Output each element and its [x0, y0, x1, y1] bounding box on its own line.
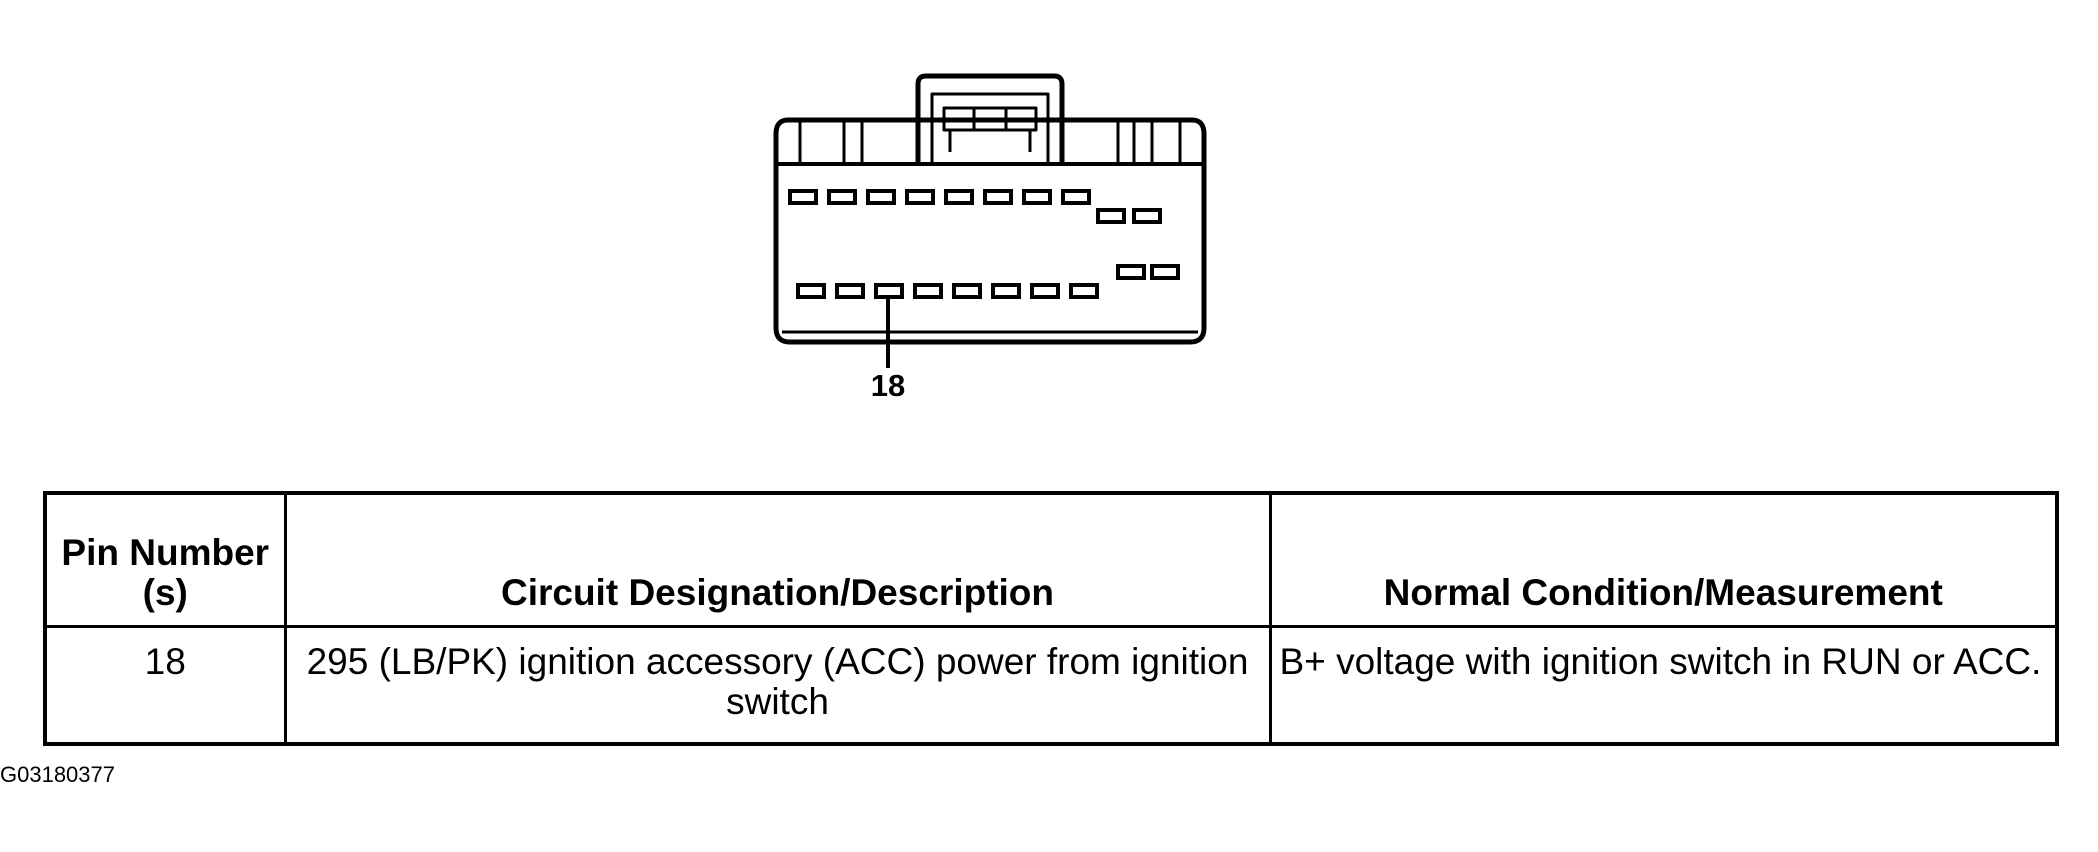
pin-table: Pin Number (s) Circuit Designation/Descr…: [43, 491, 2059, 746]
pin-cavity-bottom-3: [874, 283, 904, 299]
pin-cavity-top-5: [944, 189, 974, 205]
pin-cavity-top-3: [866, 189, 896, 205]
pin-cavity-top-7: [1022, 189, 1052, 205]
pin-cavity-top-4: [905, 189, 935, 205]
pin-cavity-bottom-right-2: [1150, 264, 1180, 280]
pin-cavity-top-2: [827, 189, 857, 205]
pin-cavity-bottom-1: [796, 283, 826, 299]
header-circuit-description: Circuit Designation/Description: [283, 491, 1272, 628]
cell-description: 295 (LB/PK) ignition accessory (ACC) pow…: [283, 625, 1272, 746]
table-header-row: Pin Number (s) Circuit Designation/Descr…: [43, 491, 2059, 628]
cell-pin: 18: [43, 625, 287, 746]
header-normal-condition: Normal Condition/Measurement: [1268, 491, 2059, 628]
cell-condition: B+ voltage with ignition switch in RUN o…: [1268, 625, 2059, 746]
pin-cavity-bottom-right-1: [1116, 264, 1146, 280]
pin-cavity-top-1: [788, 189, 818, 205]
pin-cavity-top-right-1: [1096, 208, 1126, 224]
pin-cavity-bottom-5: [952, 283, 982, 299]
pin-cavity-top-right-2: [1132, 208, 1162, 224]
pin-cavity-top-8: [1061, 189, 1091, 205]
pin-cavity-bottom-4: [913, 283, 943, 299]
header-pin-number: Pin Number (s): [43, 491, 287, 628]
figure-id: G03180377: [0, 762, 115, 787]
connector-diagram: [773, 73, 1207, 368]
pin-cavity-bottom-6: [991, 283, 1021, 299]
pin-callout-label: 18: [870, 368, 906, 403]
pin-cavity-bottom-7: [1030, 283, 1060, 299]
pin-cavity-bottom-2: [835, 283, 865, 299]
pin-cavity-bottom-8: [1069, 283, 1099, 299]
table-row: 18 295 (LB/PK) ignition accessory (ACC) …: [43, 625, 2059, 746]
pin-cavity-top-6: [983, 189, 1013, 205]
